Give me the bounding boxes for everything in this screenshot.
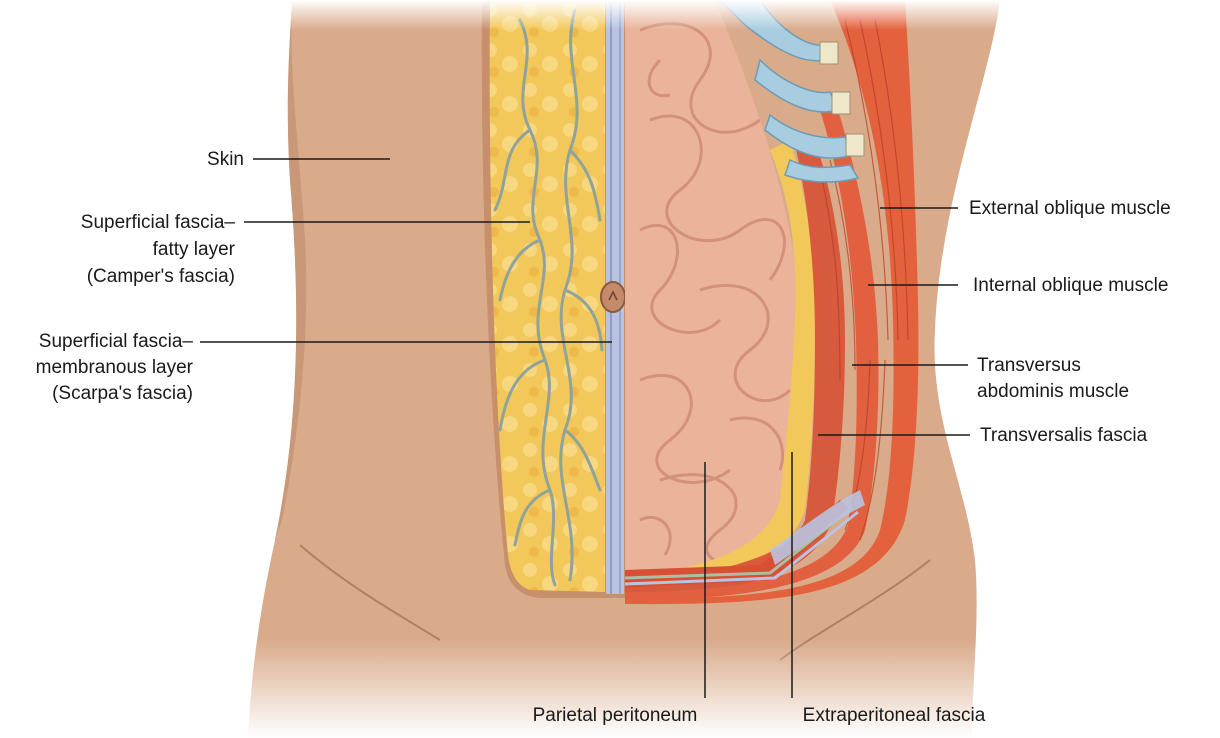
fat-vessels	[493, 8, 604, 587]
inguinal-region	[770, 490, 865, 565]
muscle-fibers	[819, 19, 909, 541]
label-internal-oblique: Internal oblique muscle	[973, 275, 1169, 296]
groin-crease-left	[299, 544, 441, 641]
label-scarpas-fascia-line3: (Scarpa's fascia)	[52, 383, 193, 404]
ribs	[718, 0, 865, 183]
label-skin: Skin	[207, 149, 244, 170]
leader-lines	[200, 158, 970, 698]
torso-side-shadow-left	[275, 0, 307, 540]
label-transversalis-fascia: Transversalis fascia	[980, 425, 1148, 446]
label-transversus-line1: Transversus	[977, 355, 1081, 376]
fatty-layer	[489, 0, 605, 592]
label-external-oblique: External oblique muscle	[969, 198, 1171, 219]
label-parietal-peritoneum: Parietal peritoneum	[532, 705, 698, 726]
label-campers-fascia-line3: (Camper's fascia)	[86, 266, 235, 287]
label-scarpas-fascia-line2: membranous layer	[35, 357, 193, 378]
label-campers-fascia-line2: fatty layer	[152, 239, 235, 260]
label-scarpas-fascia-line1: Superficial fascia–	[38, 331, 193, 352]
label-extraperitoneal-fascia: Extraperitoneal fascia	[802, 705, 986, 726]
label-campers-fascia-line1: Superficial fascia–	[80, 212, 235, 233]
umbilicus	[600, 281, 626, 313]
label-transversus-line2: abdominis muscle	[977, 381, 1130, 402]
external-oblique-layer	[625, 0, 919, 605]
extraperitoneal-fat	[625, 140, 815, 585]
